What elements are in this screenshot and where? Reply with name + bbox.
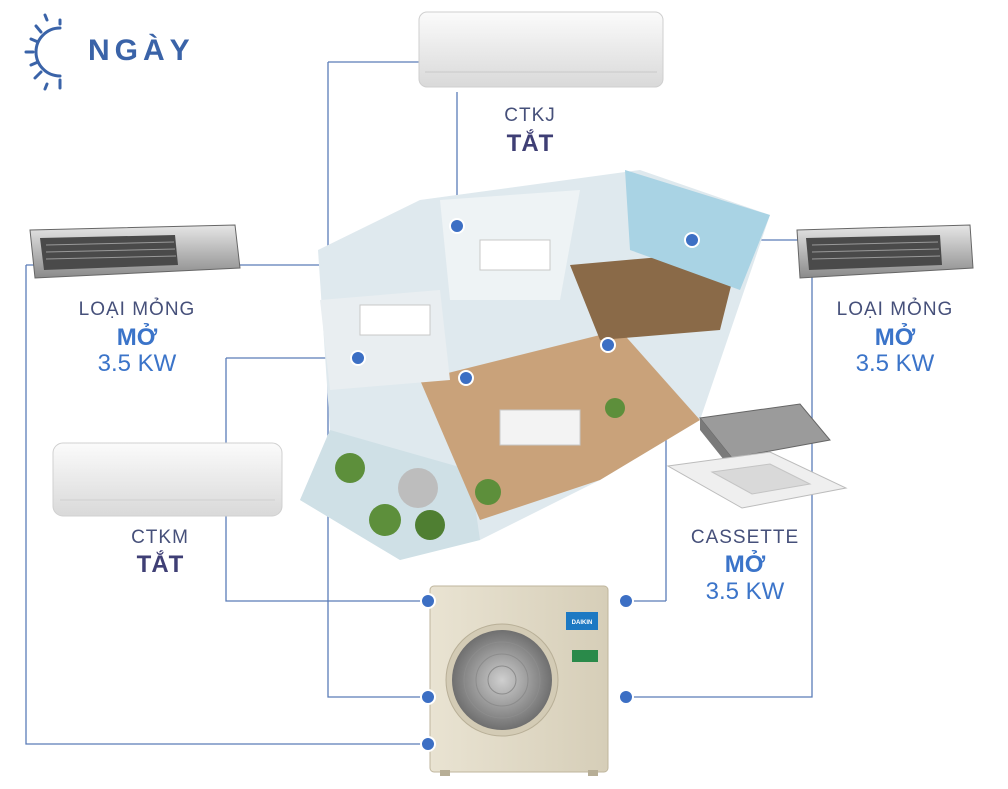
dot-outdoor-duct-right	[618, 689, 634, 705]
ctkj-unit	[418, 11, 664, 88]
unit-capacity-duct-left: 3.5 KW	[97, 350, 177, 377]
unit-state-duct-left: MỞ	[116, 324, 158, 351]
duct-unit-right	[796, 224, 974, 279]
unit-state-cassette: MỞ	[724, 551, 766, 578]
outdoor-unit: DAIKIN	[429, 585, 609, 776]
connection-dots	[350, 218, 700, 752]
dot-outdoor-ctkm	[420, 593, 436, 609]
unit-capacity-cassette: 3.5 KW	[705, 578, 785, 605]
unit-name-ctkj: CTKJ	[504, 105, 556, 126]
house-cutaway	[300, 170, 770, 560]
unit-state-ctkj: TẮT	[506, 130, 554, 157]
unit-state-duct-right: MỞ	[874, 324, 916, 351]
dot-ctkm-room	[350, 350, 366, 366]
unit-name-duct-left: LOẠI MỎNG	[78, 299, 196, 320]
dot-ctkj-room	[449, 218, 465, 234]
cassette-unit	[666, 403, 848, 509]
outdoor-brand-mark: DAIKIN	[572, 620, 593, 626]
dot-cassette-room	[600, 337, 616, 353]
half-sun-icon	[24, 13, 62, 91]
dot-duct-left-room	[458, 370, 474, 386]
unit-capacity-duct-right: 3.5 KW	[855, 350, 935, 377]
unit-state-ctkm: TẮT	[136, 551, 184, 578]
unit-name-cassette: CASSETTE	[690, 527, 800, 548]
ctkm-unit	[52, 442, 283, 517]
duct-unit-left	[29, 224, 241, 279]
unit-name-ctkm: CTKM	[131, 527, 189, 548]
dot-outdoor-cassette	[618, 593, 634, 609]
dot-duct-right-room	[684, 232, 700, 248]
dot-outdoor-ctkj	[420, 689, 436, 705]
dot-outdoor-duct-left	[420, 736, 436, 752]
page-title: NGÀY	[88, 34, 195, 67]
unit-name-duct-right: LOẠI MỎNG	[836, 299, 954, 320]
